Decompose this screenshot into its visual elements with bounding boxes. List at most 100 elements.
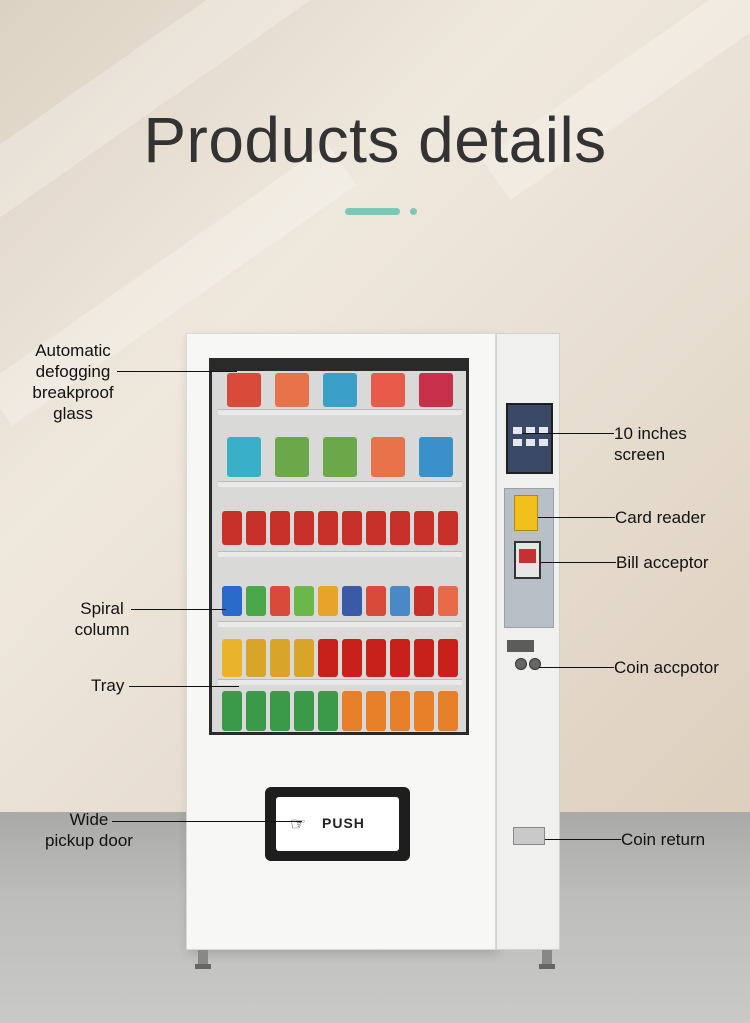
product-item bbox=[294, 586, 314, 616]
screen-product-tile[interactable] bbox=[526, 439, 535, 446]
screen-product-tile[interactable] bbox=[526, 427, 535, 434]
product-item bbox=[294, 639, 314, 677]
bill-slot bbox=[519, 549, 536, 563]
card-reader[interactable] bbox=[514, 495, 538, 531]
coin-button[interactable] bbox=[515, 658, 527, 670]
touch-screen[interactable] bbox=[506, 403, 553, 474]
pickup-door-panel: ☞ PUSH bbox=[276, 797, 399, 851]
callout-text: Bill acceptor bbox=[616, 553, 709, 572]
callout-text: glass bbox=[53, 404, 93, 423]
coin-slot[interactable] bbox=[507, 640, 534, 652]
product-item bbox=[438, 511, 458, 545]
callout-text: pickup door bbox=[45, 831, 133, 850]
callout-text: Coin accpotor bbox=[614, 658, 719, 677]
leader-line bbox=[112, 821, 302, 822]
product-item bbox=[227, 437, 261, 477]
callout-text: Wide bbox=[69, 810, 109, 829]
screen-product-tile[interactable] bbox=[513, 427, 522, 434]
shelf-tray bbox=[218, 481, 462, 487]
product-item bbox=[371, 437, 405, 477]
product-item bbox=[246, 586, 266, 616]
coin-return[interactable] bbox=[513, 827, 545, 845]
product-item bbox=[227, 373, 261, 407]
callout-text: defogging bbox=[35, 362, 111, 381]
product-item bbox=[323, 437, 357, 477]
callout-text: column bbox=[74, 620, 130, 639]
product-item bbox=[270, 586, 290, 616]
product-item bbox=[366, 511, 386, 545]
callout-text: Automatic bbox=[35, 341, 111, 360]
machine-foot bbox=[198, 950, 208, 968]
callout-text: Spiral bbox=[80, 599, 124, 618]
callout-card: Card reader bbox=[615, 507, 706, 528]
product-item bbox=[342, 586, 362, 616]
screen-product-tile[interactable] bbox=[513, 439, 522, 446]
shelf-tray bbox=[218, 621, 462, 627]
bill-acceptor[interactable] bbox=[514, 541, 541, 579]
product-item bbox=[294, 691, 314, 731]
callout-text: Coin return bbox=[621, 830, 706, 849]
product-item bbox=[390, 691, 410, 731]
product-item bbox=[323, 373, 357, 407]
product-item bbox=[419, 437, 453, 477]
product-item bbox=[270, 639, 290, 677]
product-item bbox=[270, 511, 290, 545]
hand-icon: ☞ bbox=[290, 814, 307, 834]
coin-button[interactable] bbox=[529, 658, 541, 670]
callout-text: breakproof bbox=[32, 383, 114, 402]
accent-dot bbox=[410, 208, 417, 215]
push-label: PUSH bbox=[322, 815, 365, 831]
callout-spiral: Spiral column bbox=[72, 598, 132, 640]
product-item bbox=[318, 639, 338, 677]
product-item bbox=[342, 691, 362, 731]
product-item bbox=[414, 639, 434, 677]
leader-line bbox=[522, 433, 614, 434]
screen-product-tile[interactable] bbox=[539, 427, 548, 434]
callout-text: screen bbox=[614, 445, 666, 464]
callout-text: Card reader bbox=[615, 508, 706, 527]
product-item bbox=[438, 691, 458, 731]
product-item bbox=[419, 373, 453, 407]
product-item bbox=[414, 691, 434, 731]
product-item bbox=[275, 437, 309, 477]
machine-foot-base bbox=[539, 964, 555, 969]
product-item bbox=[246, 691, 266, 731]
product-item bbox=[246, 639, 266, 677]
page-title: Products details bbox=[143, 104, 607, 176]
machine-foot-base bbox=[195, 964, 211, 969]
callout-coin-return: Coin return bbox=[621, 829, 705, 850]
callout-screen: 10 inches screen bbox=[614, 423, 687, 465]
leader-line bbox=[129, 686, 239, 687]
pickup-door[interactable]: ☞ PUSH bbox=[265, 787, 410, 861]
product-item bbox=[275, 373, 309, 407]
machine-foot bbox=[542, 950, 552, 968]
leader-line bbox=[131, 609, 226, 610]
callout-text: Tray bbox=[91, 676, 125, 695]
leader-line bbox=[545, 839, 621, 840]
product-item bbox=[294, 511, 314, 545]
product-item bbox=[270, 691, 290, 731]
product-item bbox=[222, 586, 242, 616]
leader-line bbox=[539, 667, 614, 668]
screen-product-tile[interactable] bbox=[539, 439, 548, 446]
product-item bbox=[222, 691, 242, 731]
product-item bbox=[366, 691, 386, 731]
callout-glass: Automatic defogging breakproof glass bbox=[27, 340, 119, 424]
callout-tray: Tray bbox=[91, 675, 124, 696]
callout-text: 10 inches bbox=[614, 424, 687, 443]
shelf-tray bbox=[218, 551, 462, 557]
product-item bbox=[222, 639, 242, 677]
product-item bbox=[318, 691, 338, 731]
product-item bbox=[371, 373, 405, 407]
product-item bbox=[390, 639, 410, 677]
product-item bbox=[390, 586, 410, 616]
callout-bill: Bill acceptor bbox=[616, 552, 709, 573]
leader-line bbox=[538, 517, 615, 518]
window-top-band bbox=[212, 361, 466, 371]
shelf-tray bbox=[218, 409, 462, 415]
product-item bbox=[342, 511, 362, 545]
product-item bbox=[414, 586, 434, 616]
leader-line bbox=[117, 371, 237, 372]
callout-coin: Coin accpotor bbox=[614, 657, 719, 678]
product-item bbox=[222, 511, 242, 545]
